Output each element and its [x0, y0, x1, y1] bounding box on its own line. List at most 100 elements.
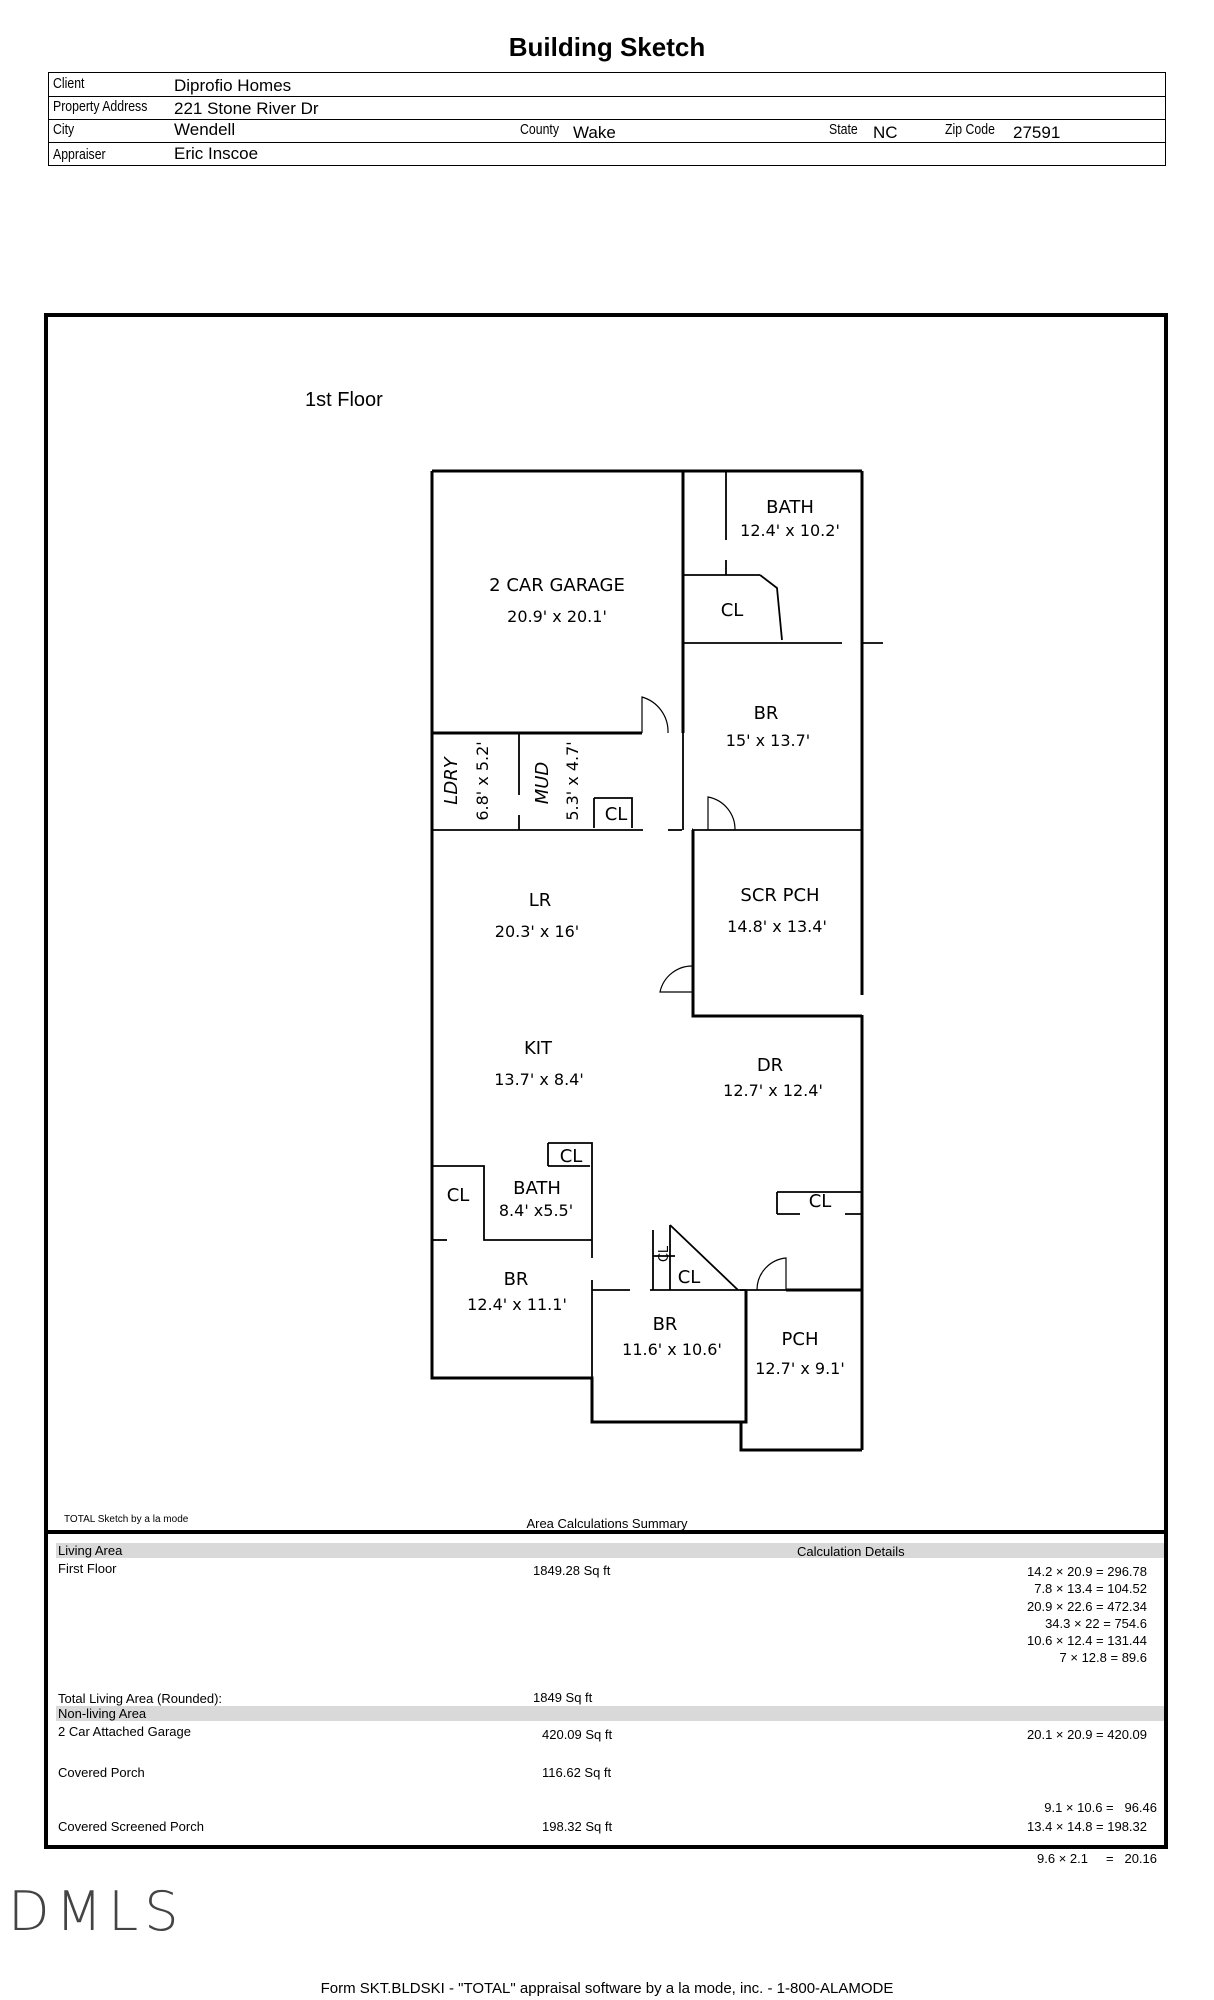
- room-lr-name: LR: [529, 890, 552, 911]
- door-pch: [756, 1257, 787, 1291]
- client-label: Client: [53, 75, 85, 92]
- screened-porch-calc: 13.4 × 14.8 = 198.32: [1027, 1819, 1147, 1834]
- calc-line: 9.1 × 10.6 = 96.46: [1044, 1800, 1157, 1815]
- total-living-value: 1849 Sq ft: [533, 1690, 593, 1705]
- wall-scrpch: [691, 830, 862, 1018]
- room-lr-dims: 20.3' x 16': [495, 922, 579, 941]
- city-value: Wendell: [174, 120, 236, 139]
- floor-label: 1st Floor: [305, 389, 383, 411]
- room-mud-dims: 5.3' x 4.7': [563, 741, 582, 820]
- screened-porch-label: Covered Screened Porch: [58, 1819, 204, 1834]
- summary-separator: [44, 1530, 1168, 1534]
- room-cl-small: CL: [657, 1245, 672, 1262]
- living-area-label: Living Area: [58, 1543, 123, 1558]
- room-br2-name: BR: [504, 1269, 529, 1290]
- client-value: Diprofio Homes: [174, 76, 292, 95]
- room-garage-name: 2 CAR GARAGE: [489, 575, 625, 596]
- wall-bath2: [432, 1165, 592, 1241]
- room-cl-bath1: CL: [721, 600, 744, 621]
- first-floor-calcs: 14.2 × 20.9 = 296.78 7.8 × 13.4 = 104.52…: [1027, 1563, 1147, 1667]
- city-label: City: [53, 121, 75, 138]
- form-footer: Form SKT.BLDSKI - "TOTAL" appraisal soft…: [320, 1980, 894, 1997]
- porch-calcs: 9.1 × 10.6 = 96.46 9.6 × 2.1 = 20.16: [1037, 1765, 1157, 1884]
- calc-line: 10.6 × 12.4 = 131.44: [1027, 1633, 1147, 1649]
- state-value: NC: [873, 123, 898, 142]
- porch-label: Covered Porch: [58, 1765, 145, 1780]
- wall-cl-mud: [594, 797, 633, 828]
- address-value: 221 Stone River Dr: [174, 99, 319, 118]
- room-pch-name: PCH: [782, 1329, 819, 1350]
- wall-left-bottom: [430, 733, 748, 1424]
- room-cl-br3: CL: [678, 1267, 701, 1288]
- screened-porch-value: 198.32 Sq ft: [542, 1819, 613, 1834]
- room-cl-mud: CL: [605, 804, 628, 825]
- room-br1-name: BR: [754, 703, 779, 724]
- room-br3-name: BR: [653, 1314, 678, 1335]
- calc-line: 7 × 12.8 = 89.6: [1059, 1650, 1147, 1666]
- wall-garage: [430, 471, 642, 735]
- room-dr-dims: 12.7' x 12.4': [723, 1081, 823, 1100]
- room-pch-dims: 12.7' x 9.1': [755, 1359, 845, 1378]
- wall-cl-door: [759, 574, 783, 641]
- first-floor-label: First Floor: [58, 1561, 117, 1576]
- garage-calc: 20.1 × 20.9 = 420.09: [1027, 1727, 1147, 1742]
- door-br1: [707, 796, 736, 831]
- dmls-watermark: DMLS: [8, 1880, 185, 1943]
- porch-value: 116.62 Sq ft: [542, 1765, 612, 1780]
- door-garage: [641, 696, 669, 734]
- client-row: Client Diprofio Homes: [49, 73, 1165, 97]
- room-cl-left: CL: [447, 1185, 470, 1206]
- room-bath1-name: BATH: [766, 497, 814, 518]
- address-row: Property Address 221 Stone River Dr: [49, 96, 1165, 120]
- zip-value: 27591: [1013, 123, 1061, 142]
- city-row: City Wendell County Wake State NC Zip Co…: [49, 119, 1165, 143]
- walls: [430, 469, 864, 1452]
- appraiser-value: Eric Inscoe: [174, 144, 259, 163]
- room-bath1-dims: 12.4' x 10.2': [740, 521, 840, 540]
- room-ldry-name: LDRY: [441, 755, 462, 804]
- calc-line: 7.8 × 13.4 = 104.52: [1034, 1581, 1147, 1597]
- garage-label: 2 Car Attached Garage: [58, 1724, 191, 1739]
- page-title: Building Sketch: [508, 32, 706, 62]
- room-dr-name: DR: [757, 1055, 783, 1076]
- wall-pch-bottom: [739, 1422, 862, 1452]
- non-living-band: [56, 1706, 1164, 1721]
- room-kit-name: KIT: [524, 1038, 553, 1059]
- room-cl-dr: CL: [809, 1191, 832, 1212]
- wall-cl-bath2: [548, 1142, 593, 1240]
- sketch-frame: [44, 313, 1168, 1849]
- calc-line: 20.9 × 22.6 = 472.34: [1027, 1598, 1147, 1614]
- total-living-label: Total Living Area (Rounded):: [58, 1691, 223, 1706]
- room-bath2-name: BATH: [513, 1178, 561, 1199]
- room-mud-name: MUD: [532, 762, 553, 805]
- room-labels: 2 CAR GARAGE 20.9' x 20.1' BATH 12.4' x …: [441, 497, 845, 1378]
- non-living-label: Non-living Area: [58, 1706, 147, 1721]
- room-br1-dims: 15' x 13.7': [726, 731, 810, 750]
- first-floor-value: 1849.28 Sq ft: [533, 1563, 611, 1578]
- room-cl-bath2: CL: [560, 1146, 583, 1167]
- zip-label: Zip Code: [945, 121, 995, 138]
- sketch-credit: TOTAL Sketch by a la mode: [64, 1514, 189, 1525]
- floor-plan: 2 CAR GARAGE 20.9' x 20.1' BATH 12.4' x …: [430, 469, 883, 1452]
- calc-details-label: Calculation Details: [797, 1544, 905, 1559]
- county-value: Wake: [573, 123, 616, 142]
- address-label: Property Address: [53, 98, 148, 115]
- room-scrpch-dims: 14.8' x 13.4': [727, 917, 827, 936]
- doors: [641, 696, 787, 1291]
- room-ldry-dims: 6.8' x 5.2': [473, 741, 492, 820]
- appraiser-row: Appraiser Eric Inscoe: [49, 142, 1165, 165]
- room-scrpch-name: SCR PCH: [740, 885, 819, 906]
- calc-line: 34.3 × 22 = 754.6: [1045, 1615, 1147, 1631]
- property-header: Client Diprofio Homes Property Address 2…: [48, 72, 1166, 166]
- room-br3-dims: 11.6' x 10.6': [622, 1340, 722, 1359]
- door-scrpch: [659, 965, 694, 993]
- state-label: State: [829, 121, 858, 138]
- living-area-band: [56, 1543, 1164, 1558]
- room-garage-dims: 20.9' x 20.1': [507, 607, 607, 626]
- interior-walls: [432, 471, 883, 1378]
- room-bath2-dims: 8.4' x5.5': [499, 1201, 573, 1220]
- appraiser-label: Appraiser: [53, 146, 106, 163]
- room-kit-dims: 13.7' x 8.4': [494, 1070, 584, 1089]
- county-label: County: [520, 121, 559, 138]
- area-summary-title: Area Calculations Summary: [526, 1516, 688, 1531]
